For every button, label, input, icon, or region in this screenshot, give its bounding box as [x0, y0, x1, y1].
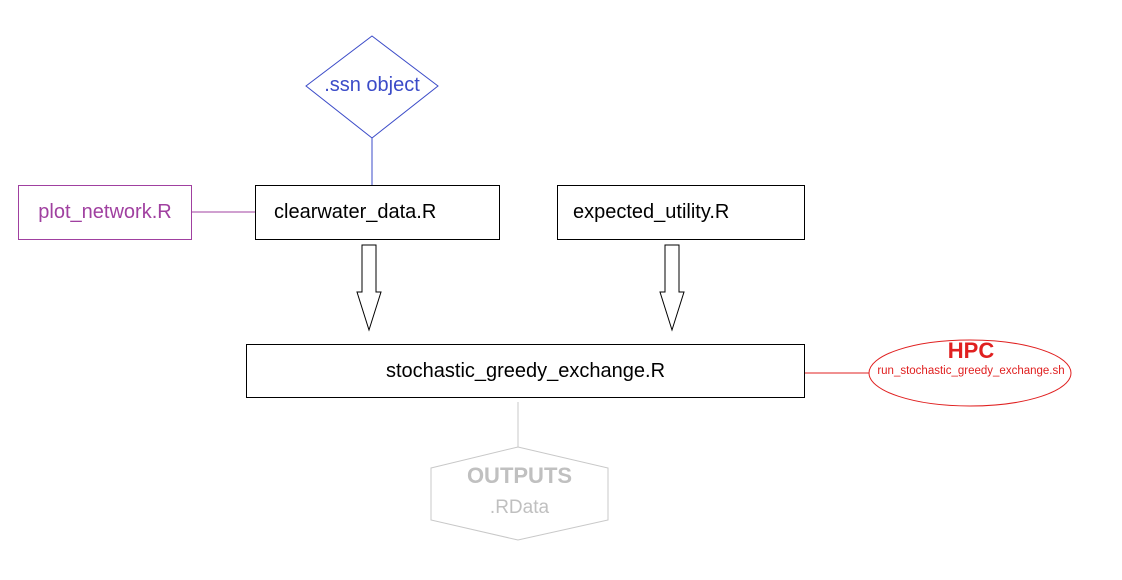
stochastic-greedy-exchange-label: stochastic_greedy_exchange.R	[385, 359, 666, 382]
expected-utility-box: expected_utility.R	[557, 185, 805, 240]
hpc-ellipse	[868, 339, 1072, 407]
outputs-hexagon	[430, 446, 609, 541]
plot-network-label: plot_network.R	[38, 201, 172, 223]
arrow-expected-to-sge	[659, 244, 685, 332]
clearwater-data-label: clearwater_data.R	[274, 201, 437, 223]
ssn-object-label: .ssn object	[324, 74, 420, 96]
stochastic-greedy-exchange-box: stochastic_greedy_exchange.R	[246, 344, 805, 398]
expected-utility-label: expected_utility.R	[573, 201, 730, 223]
outputs-title: OUTPUTS	[466, 463, 573, 488]
hpc-subtitle: run_stochastic_greedy_exchange.sh	[877, 365, 1065, 377]
outputs-subtitle: .RData	[489, 497, 550, 518]
hpc-title: HPC	[947, 338, 995, 363]
arrow-clearwater-to-sge	[356, 244, 382, 332]
plot-network-box: plot_network.R	[18, 185, 192, 240]
clearwater-data-box: clearwater_data.R	[255, 185, 500, 240]
